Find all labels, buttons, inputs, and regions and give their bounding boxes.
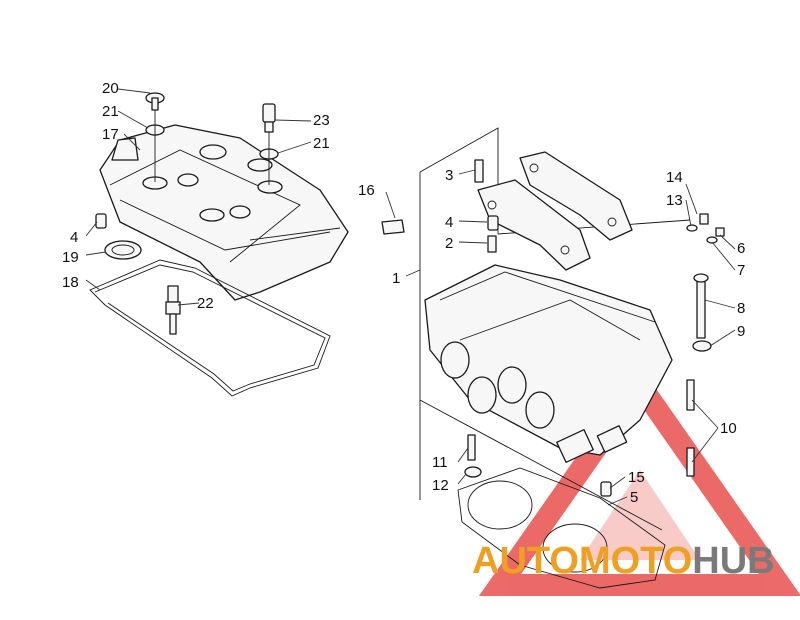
watermark-text-primary: AUTOMOTO — [472, 540, 692, 582]
callout-20: 20 — [102, 80, 119, 97]
valve-cover-gasket — [89, 259, 331, 397]
cylinder-head — [424, 264, 673, 463]
oil-filler-plug — [259, 103, 279, 185]
callout-4-left: 4 — [70, 229, 78, 246]
cover-bolt — [145, 92, 165, 182]
head-gasket — [457, 467, 666, 589]
callout-9: 9 — [737, 323, 745, 340]
callout-7: 7 — [737, 262, 745, 279]
callout-21-left: 21 — [102, 103, 119, 120]
callout-5: 5 — [630, 489, 638, 506]
watermark-text-secondary: HUB — [692, 540, 774, 582]
callout-3: 3 — [445, 167, 453, 184]
bush-left — [95, 213, 107, 229]
callout-2: 2 — [445, 235, 453, 252]
callout-10: 10 — [720, 420, 737, 437]
callout-11: 11 — [432, 454, 448, 471]
seal-ring — [104, 240, 142, 260]
callout-8: 8 — [737, 300, 745, 317]
callout-12: 12 — [432, 477, 449, 494]
spark-plug — [165, 285, 181, 335]
callout-15: 15 — [628, 469, 645, 486]
callout-21-right: 21 — [313, 135, 330, 152]
callout-19: 19 — [62, 249, 79, 266]
camshaft-caps — [477, 151, 633, 271]
callout-17: 17 — [102, 126, 119, 143]
callout-22: 22 — [197, 295, 214, 312]
callout-6: 6 — [737, 240, 745, 257]
assembly-frame — [419, 127, 691, 531]
valve-cover — [99, 124, 349, 301]
leader-lines — [85, 88, 736, 506]
callout-18: 18 — [62, 274, 79, 291]
watermark-logo — [478, 365, 800, 596]
watermark-text: AUTOMOTOHUB — [472, 540, 775, 582]
callout-14: 14 — [666, 169, 683, 186]
callout-23: 23 — [313, 112, 330, 129]
callout-1: 1 — [392, 270, 400, 287]
callout-13: 13 — [666, 192, 683, 209]
callout-4-right: 4 — [445, 214, 453, 231]
callout-16: 16 — [358, 182, 375, 199]
head-bolts — [381, 159, 725, 497]
